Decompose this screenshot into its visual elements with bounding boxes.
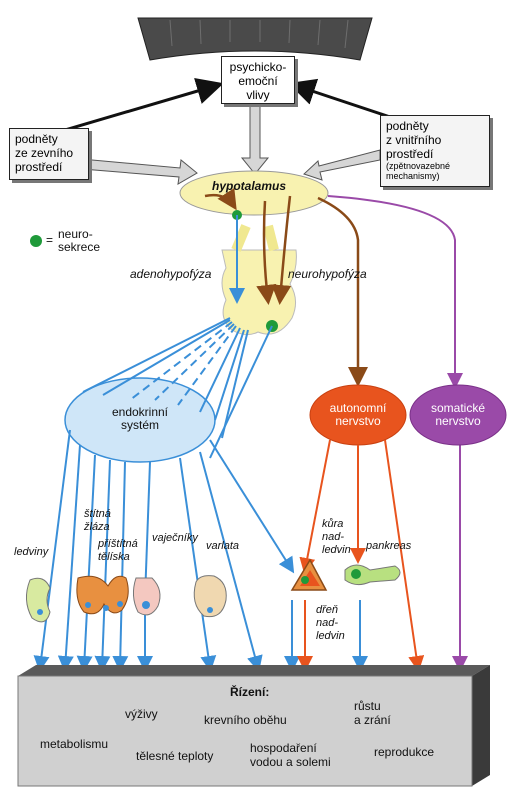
control-item: a zrání (354, 713, 391, 727)
parathyroid-line2: tělíska (98, 551, 130, 563)
testes-shape (193, 575, 227, 618)
endocrine-label: endokrinní systém (108, 406, 172, 432)
control-item: růstu (354, 699, 381, 713)
brain-cortex-shape (137, 17, 373, 61)
autonomic-line1: autonomní (329, 401, 387, 415)
adrenal-medulla-label: dřeň nad- ledvin (316, 604, 345, 643)
control-item: vodou a solemi (250, 755, 331, 769)
thyroid-label: štítná žláza (84, 508, 111, 534)
ovary-shape (132, 577, 161, 616)
autonomic-line2: nervstvo (335, 414, 381, 428)
testes-label: varlata (206, 540, 240, 552)
somatic-label: somatické nervstvo (422, 402, 494, 428)
hypothalamus-shape (179, 170, 329, 216)
autonomic-label: autonomní nervstvo (322, 402, 394, 428)
neurohypophysis-label: neurohypofýza (288, 267, 367, 281)
autonomic-pathway (317, 196, 368, 387)
adrenal-cortex-line1: kůra (322, 518, 344, 530)
psycho-emotional-box: psychicko- emoční vlivy (221, 56, 295, 104)
control-title: Řízení: (230, 685, 270, 699)
thyroid-shape (76, 575, 129, 615)
control-item: metabolismu (40, 737, 109, 751)
somatic-pathway (327, 195, 463, 389)
internal-note2: mechanismy) (386, 171, 440, 181)
internal-line1: podněty (386, 119, 429, 133)
psycho-line2: emoční (238, 74, 278, 88)
control-block-side (472, 665, 490, 786)
gray-arrow-internal (303, 149, 381, 181)
internal-line3: prostředí (386, 147, 434, 161)
adrenal-medulla-line3: ledvin (316, 630, 345, 642)
legend-line2: sekrece (58, 240, 101, 254)
thyroid-line2: žláza (84, 521, 110, 533)
legend-line1: neuro- (58, 227, 93, 241)
somatic-line1: somatické (430, 401, 486, 415)
legend-dot (30, 235, 42, 247)
endocrine-line2: systém (120, 418, 159, 432)
pancreas-label: pankreas (366, 540, 412, 552)
adrenal-cortex-label: kůra nad- ledvin (322, 518, 351, 557)
external-line3: prostředí (15, 160, 63, 174)
external-line1: podněty (15, 132, 58, 146)
legend-label: neuro- sekrece (58, 228, 100, 254)
external-line2: ze zevního (15, 146, 74, 160)
legend-sign: = (46, 233, 54, 247)
adrenal-medulla-line1: dřeň (316, 604, 339, 616)
adenohypophysis-label: adenohypofýza (130, 267, 212, 281)
ovaries-label: vaječníky (152, 532, 198, 544)
internal-stimuli-box: podněty z vnitřního prostředí (zpětnovaz… (380, 115, 490, 187)
control-block-front (17, 675, 473, 787)
control-item: krevního oběhu (204, 713, 287, 727)
control-block-top (18, 665, 490, 676)
adrenal-cortex-line3: ledvin (322, 544, 351, 556)
cortex-gyri (169, 19, 349, 49)
arrow-external-to-psycho (64, 77, 224, 132)
psycho-line3: vlivy (246, 88, 270, 102)
control-item: hospodaření (250, 741, 317, 755)
hypothalamus-label: hypotalamus (212, 179, 287, 193)
kidneys-label: ledviny (14, 546, 49, 558)
somatic-nervous-shape (409, 384, 507, 446)
external-stimuli-box: podněty ze zevního prostředí (9, 128, 89, 180)
control-item: výživy (125, 707, 158, 721)
adrenal-medulla-line2: nad- (316, 617, 339, 629)
gray-arrow-external (69, 157, 198, 185)
parathyroid-line1: příštítná (98, 538, 138, 550)
thyroid-line1: štítná (84, 508, 111, 520)
internal-note1: (zpětnovazebné (386, 161, 451, 171)
endocrine-line1: endokrinní (111, 405, 169, 419)
internal-line2: z vnitřního (386, 133, 442, 147)
somatic-line2: nervstvo (435, 414, 481, 428)
control-item: tělesné teploty (136, 749, 214, 763)
adrenal-cortex-line2: nad- (322, 531, 345, 543)
psycho-line1: psychicko- (229, 60, 287, 74)
control-item: reprodukce (374, 745, 435, 759)
gray-arrow-psycho-down (240, 103, 270, 175)
kidney-shape (26, 577, 51, 623)
pituitary-blue-lines (82, 317, 273, 459)
parathyroid-label: příštítná tělíska (98, 538, 138, 564)
pituitary-shape (221, 249, 297, 336)
